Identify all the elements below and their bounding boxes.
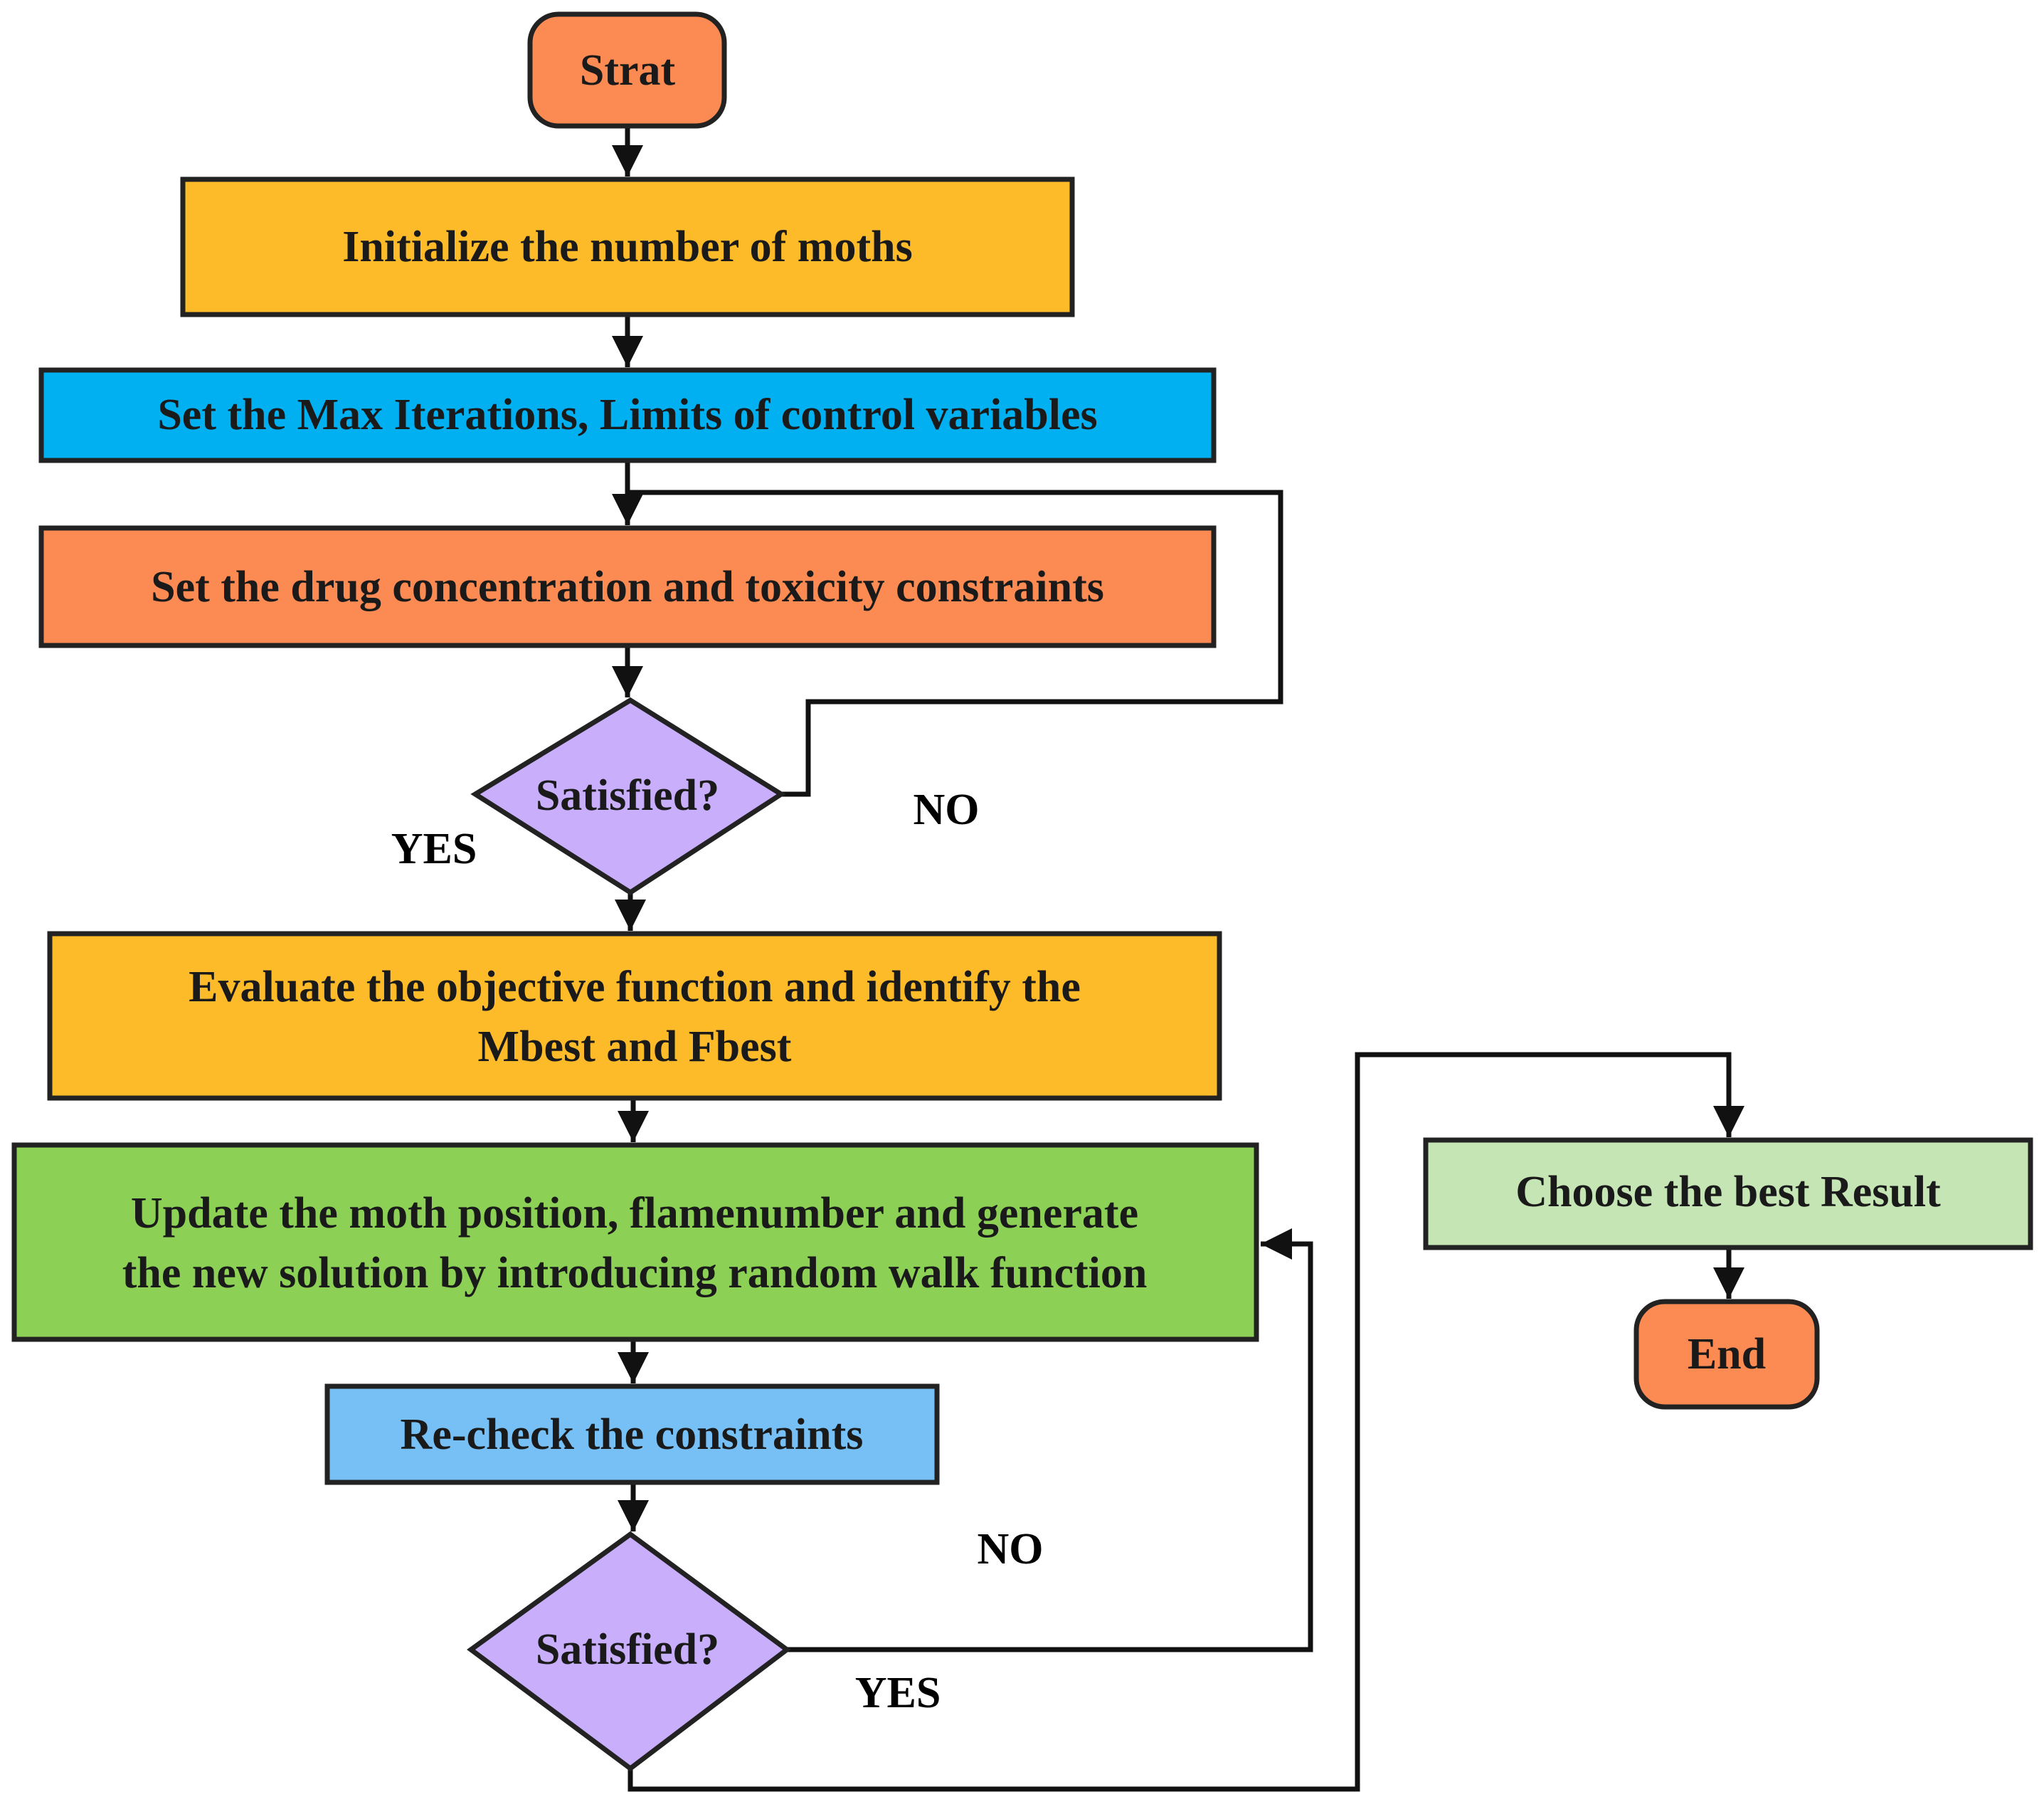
set-max-label: Set the Max Iterations, Limits of contro… [157,391,1097,439]
set-max-node: Set the Max Iterations, Limits of contro… [38,367,1217,463]
update-node: Update the moth position, flamenumber an… [11,1142,1259,1342]
update-label-line1: Update the moth position, flamenumber an… [131,1189,1138,1238]
decision1-label: Satisfied? [536,771,719,820]
evaluate-node: Evaluate the objective function and iden… [47,931,1222,1101]
decision2-no-label: NO [978,1525,1044,1573]
start-label: Strat [580,46,676,95]
choose-process-box [1423,1137,2033,1250]
set-drug-node: Set the drug concentration and toxicity … [38,525,1217,648]
decision1-no-label: NO [914,786,980,834]
end-label: End [1688,1330,1766,1378]
decision2-yes-label: YES [855,1669,941,1717]
init-label: Initialize the number of moths [342,223,912,271]
decision2-label: Satisfied? [536,1625,719,1674]
set-drug-label: Set the drug concentration and toxicity … [151,563,1104,611]
edge-decision2-to-choose [628,1052,1744,1792]
evaluate-label-line2: Mbest and Fbest [478,1023,792,1071]
recheck-node: Re-check the constraints [324,1383,940,1485]
end-node: End [1633,1299,1820,1410]
evaluate-process-box [47,931,1222,1101]
choose-node: Choose the best Result [1423,1137,2033,1250]
choose-label: Choose the best Result [1515,1168,1941,1216]
evaluate-label-line1: Evaluate the objective function and iden… [189,963,1081,1011]
decision1-diamond [470,697,786,896]
recheck-process-box [324,1383,940,1485]
decision2-diamond [467,1531,791,1772]
init-node: Initialize the number of moths [180,176,1075,317]
start-terminator [527,11,727,129]
edge-decision1-no-loop [628,490,1283,797]
decision1-yes-label: YES [391,825,477,873]
decision2-node: Satisfied? [467,1531,791,1772]
recheck-label: Re-check the constraints [401,1410,864,1459]
end-terminator [1633,1299,1820,1410]
update-label-line2: the new solution by introducing random w… [122,1249,1148,1297]
start-node: Strat [527,11,727,129]
update-process-box [11,1142,1259,1342]
set-drug-process-box [38,525,1217,648]
connectors [612,126,1744,1792]
init-process-box [180,176,1075,317]
decision1-node: Satisfied? [470,697,786,896]
edge-decision2-to-update [787,1228,1313,1652]
set-max-process-box [38,367,1217,463]
